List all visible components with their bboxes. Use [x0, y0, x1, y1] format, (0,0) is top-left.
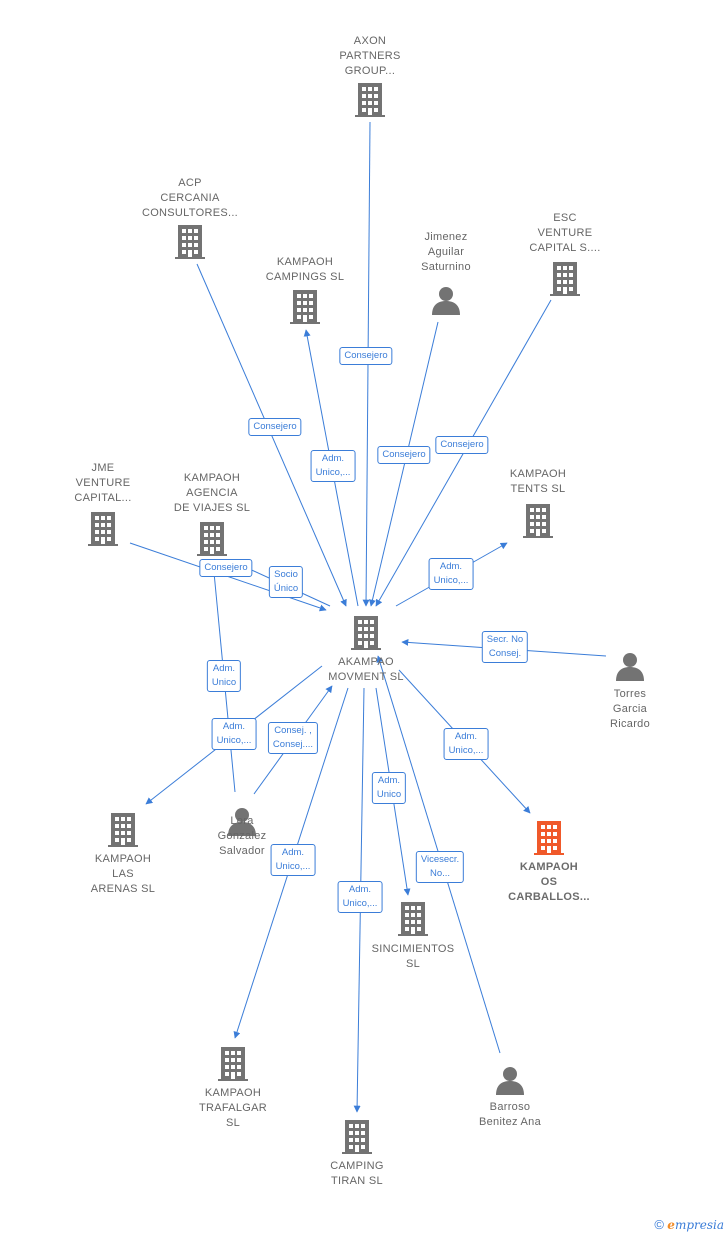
- node-label-sincimientos[interactable]: SINCIMIENTOS SL: [371, 943, 455, 970]
- brand-logo-e: e: [667, 1218, 675, 1232]
- building-icon-tiran[interactable]: [342, 1120, 372, 1154]
- building-icon-arenas[interactable]: [108, 813, 138, 847]
- building-icon-acp[interactable]: [175, 225, 205, 259]
- node-label-axon[interactable]: AXON PARTNERS GROUP...: [339, 35, 401, 77]
- node-label-barroso[interactable]: Barroso Benitez Ana: [478, 1101, 542, 1128]
- edge-label-esc-center[interactable]: Consejero: [435, 436, 489, 454]
- node-label-arenas[interactable]: KAMPAOH LAS ARENAS SL: [90, 853, 156, 895]
- edge-label-center-carballos[interactable]: Adm. Unico,...: [443, 728, 489, 760]
- building-icon-esc[interactable]: [550, 262, 580, 296]
- edge-label-jme-center[interactable]: Consejero: [199, 559, 253, 577]
- building-icon-agencia[interactable]: [197, 522, 227, 556]
- building-icon-center[interactable]: [351, 616, 381, 650]
- node-label-lora[interactable]: Lora Gonzalez Salvador: [217, 815, 267, 857]
- edge-label-center-tents[interactable]: Adm. Unico,...: [428, 558, 474, 590]
- edge-label-axon-center[interactable]: Consejero: [339, 347, 393, 365]
- person-icon-barroso[interactable]: [496, 1067, 524, 1095]
- node-label-jimenez[interactable]: Jimenez Aguilar Saturnino: [421, 231, 471, 273]
- edge-jimenez-center: [369, 321, 439, 607]
- node-label-tents[interactable]: KAMPAOH TENTS SL: [509, 468, 567, 495]
- edge-label-barroso-center[interactable]: Vicesecr. No...: [415, 851, 465, 883]
- building-icon-axon[interactable]: [355, 83, 385, 117]
- building-icon-tents[interactable]: [523, 504, 553, 538]
- brand-logo-text: mpresia: [674, 1218, 724, 1232]
- edge-label-lora-center[interactable]: Consej. , Consej....: [267, 722, 319, 754]
- copyright-symbol: ©: [654, 1217, 664, 1232]
- edge-label-center-trafalgar[interactable]: Adm. Unico,...: [270, 844, 316, 876]
- person-icon-torres[interactable]: [616, 653, 644, 681]
- node-label-trafalgar[interactable]: KAMPAOH TRAFALGAR SL: [198, 1087, 268, 1129]
- node-label-carballos[interactable]: KAMPAOH OS CARBALLOS...: [508, 861, 590, 903]
- edge-label-torres-center[interactable]: Secr. No Consej.: [481, 631, 529, 663]
- node-label-torres[interactable]: Torres Garcia Ricardo: [609, 688, 651, 730]
- edge-label-center-arenas[interactable]: Adm. Unico,...: [211, 718, 257, 750]
- edge-label-jimenez-center[interactable]: Consejero: [377, 446, 431, 464]
- node-label-acp[interactable]: ACP CERCANIA CONSULTORES...: [141, 177, 239, 219]
- node-label-campings[interactable]: KAMPAOH CAMPINGS SL: [265, 256, 345, 283]
- node-label-esc[interactable]: ESC VENTURE CAPITAL S....: [529, 212, 601, 254]
- node-label-agencia[interactable]: KAMPAOH AGENCIA DE VIAJES SL: [173, 472, 251, 514]
- edge-label-center-tiran[interactable]: Adm. Unico,...: [337, 881, 383, 913]
- edge-label-center-campings[interactable]: Adm. Unico,...: [310, 450, 356, 482]
- node-label-jme[interactable]: JME VENTURE CAPITAL...: [74, 462, 132, 504]
- edge-label-center-sincimientos[interactable]: Adm. Unico: [371, 772, 407, 804]
- edge-label-acp-center[interactable]: Consejero: [248, 418, 302, 436]
- person-icon-jimenez[interactable]: [432, 287, 460, 315]
- node-label-tiran[interactable]: CAMPING TIRAN SL: [330, 1160, 384, 1187]
- building-icon-sincimientos[interactable]: [398, 902, 428, 936]
- edge-label-lora-agencia[interactable]: Adm. Unico: [206, 660, 242, 692]
- edge-label-agencia-center[interactable]: Socio Único: [268, 566, 304, 598]
- building-icon-jme[interactable]: [88, 512, 118, 546]
- building-icon-carballos[interactable]: [534, 821, 564, 855]
- building-icon-campings[interactable]: [290, 290, 320, 324]
- footer-brand: © empresia: [654, 1217, 724, 1232]
- building-icon-trafalgar[interactable]: [218, 1047, 248, 1081]
- node-label-center[interactable]: AKAMPAO MOVMENT SL: [328, 656, 404, 683]
